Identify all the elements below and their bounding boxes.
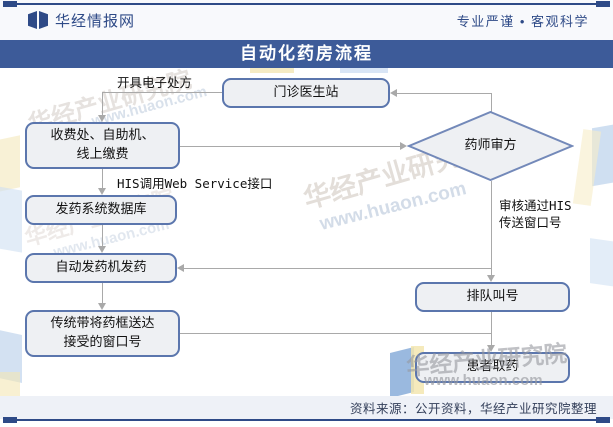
- decor-shape: [0, 135, 20, 193]
- diamond-shape: [407, 111, 574, 181]
- top-left-cap: [3, 1, 17, 7]
- node-auto-dispenser: 自动发药机发药: [25, 253, 177, 283]
- node-outpatient-doctor-station: 门诊医生站: [222, 78, 390, 108]
- node-pharmacist-review-label: 药师审方: [464, 137, 517, 153]
- arrowhead-into-dispenser: [98, 246, 106, 253]
- decor-shape: [572, 129, 602, 206]
- edge-doctor-pay-v: [102, 92, 103, 116]
- edge-pay-database: [102, 168, 103, 189]
- arrowhead-into-doctor: [390, 89, 397, 97]
- decor-shape: [590, 238, 613, 287]
- label-e-prescription: 开具电子处方: [117, 75, 193, 90]
- node-queue-call: 排队叫号: [415, 282, 570, 312]
- label-his-webservice: HIS调用Web Service接口: [117, 176, 273, 191]
- top-right-cap: [596, 1, 610, 7]
- bottom-left-cap: [3, 417, 17, 423]
- huajing-logo-icon: [28, 11, 48, 29]
- edge-review-doctor-h: [397, 93, 492, 94]
- edge-database-dispenser: [102, 225, 103, 247]
- node-conveyor-belt: 传统带将药框送达 接受的窗口号: [25, 310, 180, 357]
- arrowhead-into-belt: [98, 303, 106, 310]
- decor-shape: [0, 329, 22, 383]
- arrowhead-into-database: [98, 188, 106, 195]
- node-patient-pickup: 患者取药: [415, 352, 570, 383]
- header-bar: 华经情报网 专业严谨 • 客观科学: [0, 0, 613, 40]
- decor-shape: [390, 347, 414, 398]
- edge-doctor-pay-h: [102, 92, 222, 93]
- header-slogan: 专业严谨 • 客观科学: [456, 13, 589, 29]
- footer-bar: 资料来源：公开资料，华经产业研究院整理: [0, 396, 613, 419]
- brand-name: 华经情报网: [55, 12, 136, 30]
- chart-title: 自动化药房流程: [0, 40, 613, 68]
- edge-belt-merge: [180, 333, 492, 334]
- node-payment: 收费处、自助机、 线上缴费: [25, 122, 180, 169]
- data-source-text: 资料来源：公开资料，华经产业研究院整理: [349, 402, 597, 416]
- brand: 华经情报网: [28, 10, 135, 31]
- arrowhead-into-queue: [487, 275, 495, 282]
- decor-shape: [0, 372, 20, 398]
- decor-shape: [0, 185, 22, 253]
- node-dispensing-database: 发药系统数据库: [25, 195, 177, 225]
- arrowhead-into-dispenser-right: [177, 264, 184, 272]
- edge-branch-dispenser: [184, 268, 492, 269]
- edge-queue-pickup: [491, 312, 492, 346]
- arrowhead-into-pickup: [487, 345, 495, 352]
- node-pharmacist-review: 药师审方: [407, 111, 574, 181]
- arrowhead-into-pay: [98, 115, 106, 122]
- decor-shape: [592, 123, 613, 187]
- arrowhead-into-review: [400, 142, 407, 150]
- top-frame-line: [10, 3, 604, 5]
- bottom-frame-line: [10, 419, 604, 421]
- edge-review-queue: [491, 181, 492, 276]
- edge-dispenser-belt: [102, 283, 103, 304]
- watermark-url: www.huaon.com: [317, 178, 469, 235]
- edge-review-doctor-v: [491, 93, 492, 112]
- edge-pay-review: [180, 146, 401, 147]
- label-window-number: 审核通过HIS 传送窗口号: [499, 198, 572, 230]
- bottom-right-cap: [596, 417, 610, 423]
